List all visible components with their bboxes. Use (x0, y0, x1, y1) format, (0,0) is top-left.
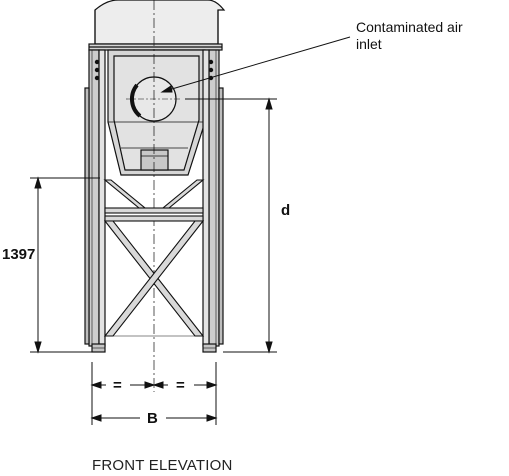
callout-label-line2: inlet (356, 36, 382, 52)
width-dimension-label: B (147, 410, 158, 427)
d-dimension-label: d (281, 202, 290, 219)
height-dimension-label: 1397 (2, 246, 35, 263)
callout-label-line1: Contaminated air (356, 19, 463, 35)
d-dimension (185, 97, 277, 354)
callout-leader (160, 36, 351, 93)
drawing-caption: FRONT ELEVATION (92, 457, 233, 474)
equal-left-label: = (113, 377, 122, 394)
frame-bracing (103, 179, 205, 337)
height-dimension (30, 176, 100, 354)
top-duct (94, 0, 226, 45)
right-leg (202, 49, 220, 347)
equal-dimension (90, 362, 218, 425)
side-panels (84, 87, 224, 345)
left-leg (88, 49, 106, 347)
base-feet (91, 343, 217, 353)
equal-right-label: = (176, 377, 185, 394)
width-dimension (90, 392, 218, 425)
top-flange (88, 43, 223, 51)
